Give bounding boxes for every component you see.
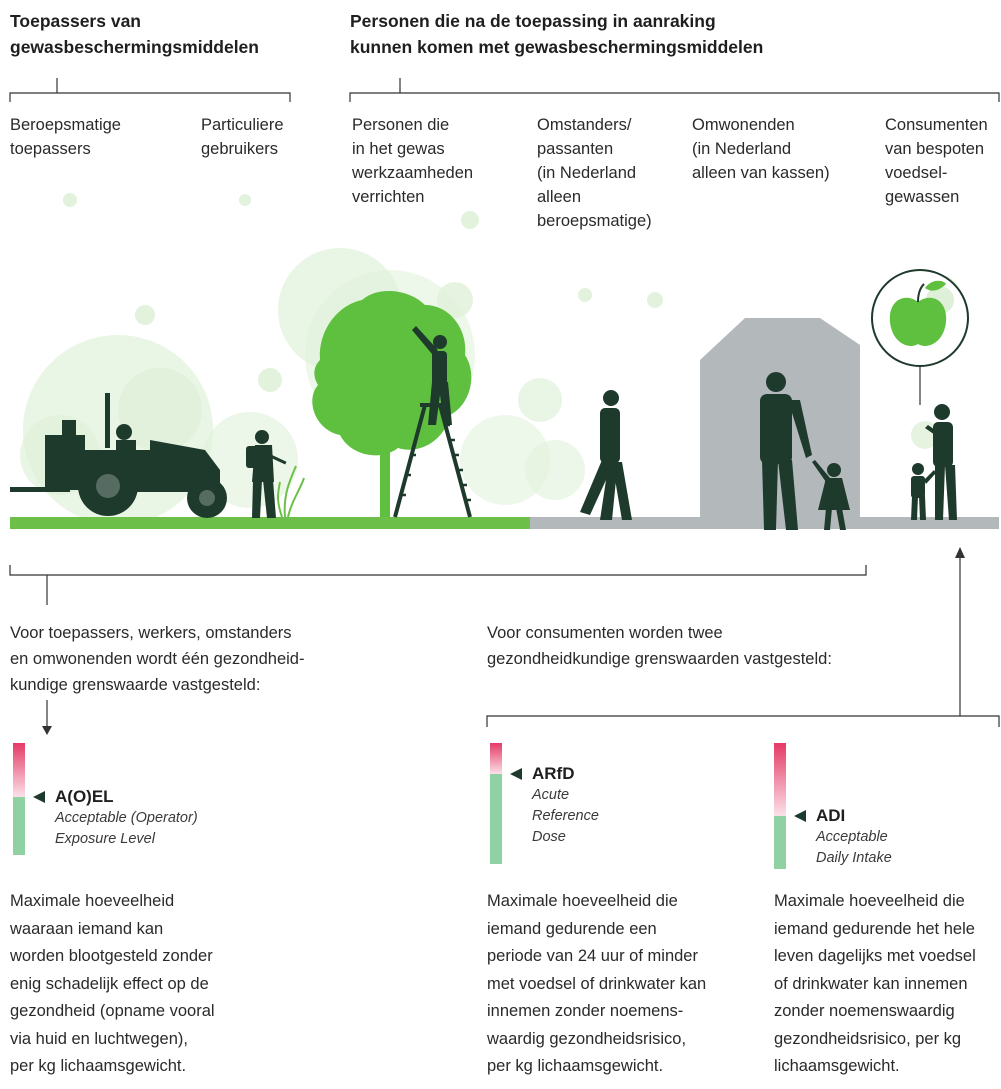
arfd-gauge <box>490 743 522 864</box>
arrow-down-icon <box>42 726 52 735</box>
limit-adi: ADI Acceptable Daily Intake <box>816 805 892 869</box>
limit-abbr: A(O)EL <box>55 787 114 806</box>
limit-abbr: ADI <box>816 806 846 825</box>
limit-full-name: Acceptable Daily Intake <box>816 829 892 866</box>
limit-arfd: ARfD Acute Reference Dose <box>532 763 599 848</box>
description-arfd: Maximale hoeveelheid die iemand gedurend… <box>487 892 707 1075</box>
description-adi: Maximale hoeveelheid die iemand gedurend… <box>774 892 976 1075</box>
description-aoel: Maximale hoeveelheid waaraan iemand kan … <box>10 892 215 1075</box>
apple-icon <box>871 269 969 405</box>
adi-gauge <box>774 743 806 869</box>
aoel-gauge <box>13 743 45 855</box>
group-label-professional-appliers: Beroepsmatige toepassers <box>10 116 121 158</box>
note-one-limit: Voor toepassers, werkers, omstanders en … <box>10 624 305 694</box>
passerby-icon <box>580 390 632 520</box>
group-label-residents: Omwonenden (in Nederland alleen van kass… <box>692 116 830 182</box>
limit-abbr: ARfD <box>532 764 575 783</box>
note-two-limits: Voor consumenten worden twee gezondheidk… <box>487 624 832 668</box>
plant-icon <box>277 465 305 518</box>
arrow-up-icon <box>955 547 965 558</box>
ladder-worker-icon <box>393 326 472 518</box>
sprayer-person-icon <box>246 430 287 518</box>
group-label-bystanders: Omstanders/ passanten (in Nederland alle… <box>537 116 652 230</box>
heading-appliers: Toepassers van gewasbeschermingsmiddelen <box>10 11 259 57</box>
consumer-family-icon <box>911 404 957 520</box>
adult-with-child-icon <box>760 372 850 530</box>
threshold-pointer-icon <box>794 810 806 822</box>
tractor-icon <box>10 393 227 518</box>
limit-full-name: Acute Reference Dose <box>532 787 599 845</box>
limit-aoel: A(O)EL Acceptable (Operator) Exposure Le… <box>55 786 198 850</box>
group-label-consumers: Consumenten van bespoten voedsel- gewass… <box>885 116 988 206</box>
threshold-pointer-icon <box>33 791 45 803</box>
limit-full-name: Acceptable (Operator) Exposure Level <box>55 810 198 847</box>
group-label-private-users: Particuliere gebruikers <box>201 116 284 158</box>
heading-contacts: Personen die na de toepassing in aanraki… <box>350 11 764 57</box>
threshold-pointer-icon <box>510 768 522 780</box>
group-label-crop-workers: Personen die in het gewas werkzaamheden … <box>352 116 474 206</box>
ground-green <box>10 517 530 529</box>
